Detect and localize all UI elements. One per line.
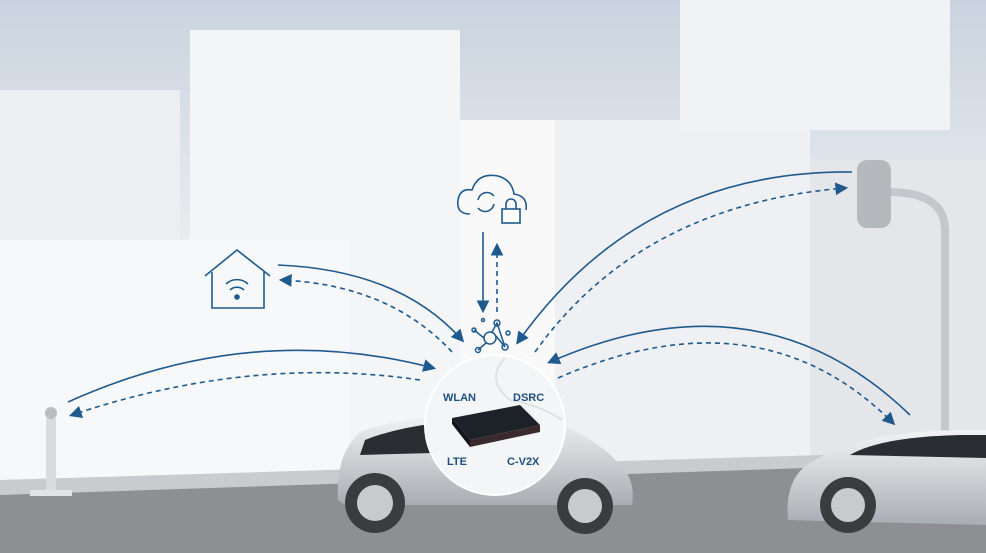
connectivity-control-unit xyxy=(452,405,540,447)
hub-label-wlan: WLAN xyxy=(443,392,476,404)
smart-home-wifi-icon xyxy=(204,248,271,309)
network-hub-icon xyxy=(471,317,511,354)
roadside-post xyxy=(30,407,72,496)
arrows xyxy=(67,171,911,426)
parked-car xyxy=(787,430,986,533)
cloud-sync-lock-icon xyxy=(456,174,528,224)
hub-label-lte: LTE xyxy=(447,456,467,468)
hub-label-cv2x: C-V2X xyxy=(507,456,540,468)
hub-label-dsrc: DSRC xyxy=(513,392,545,404)
traffic-light xyxy=(857,160,949,440)
